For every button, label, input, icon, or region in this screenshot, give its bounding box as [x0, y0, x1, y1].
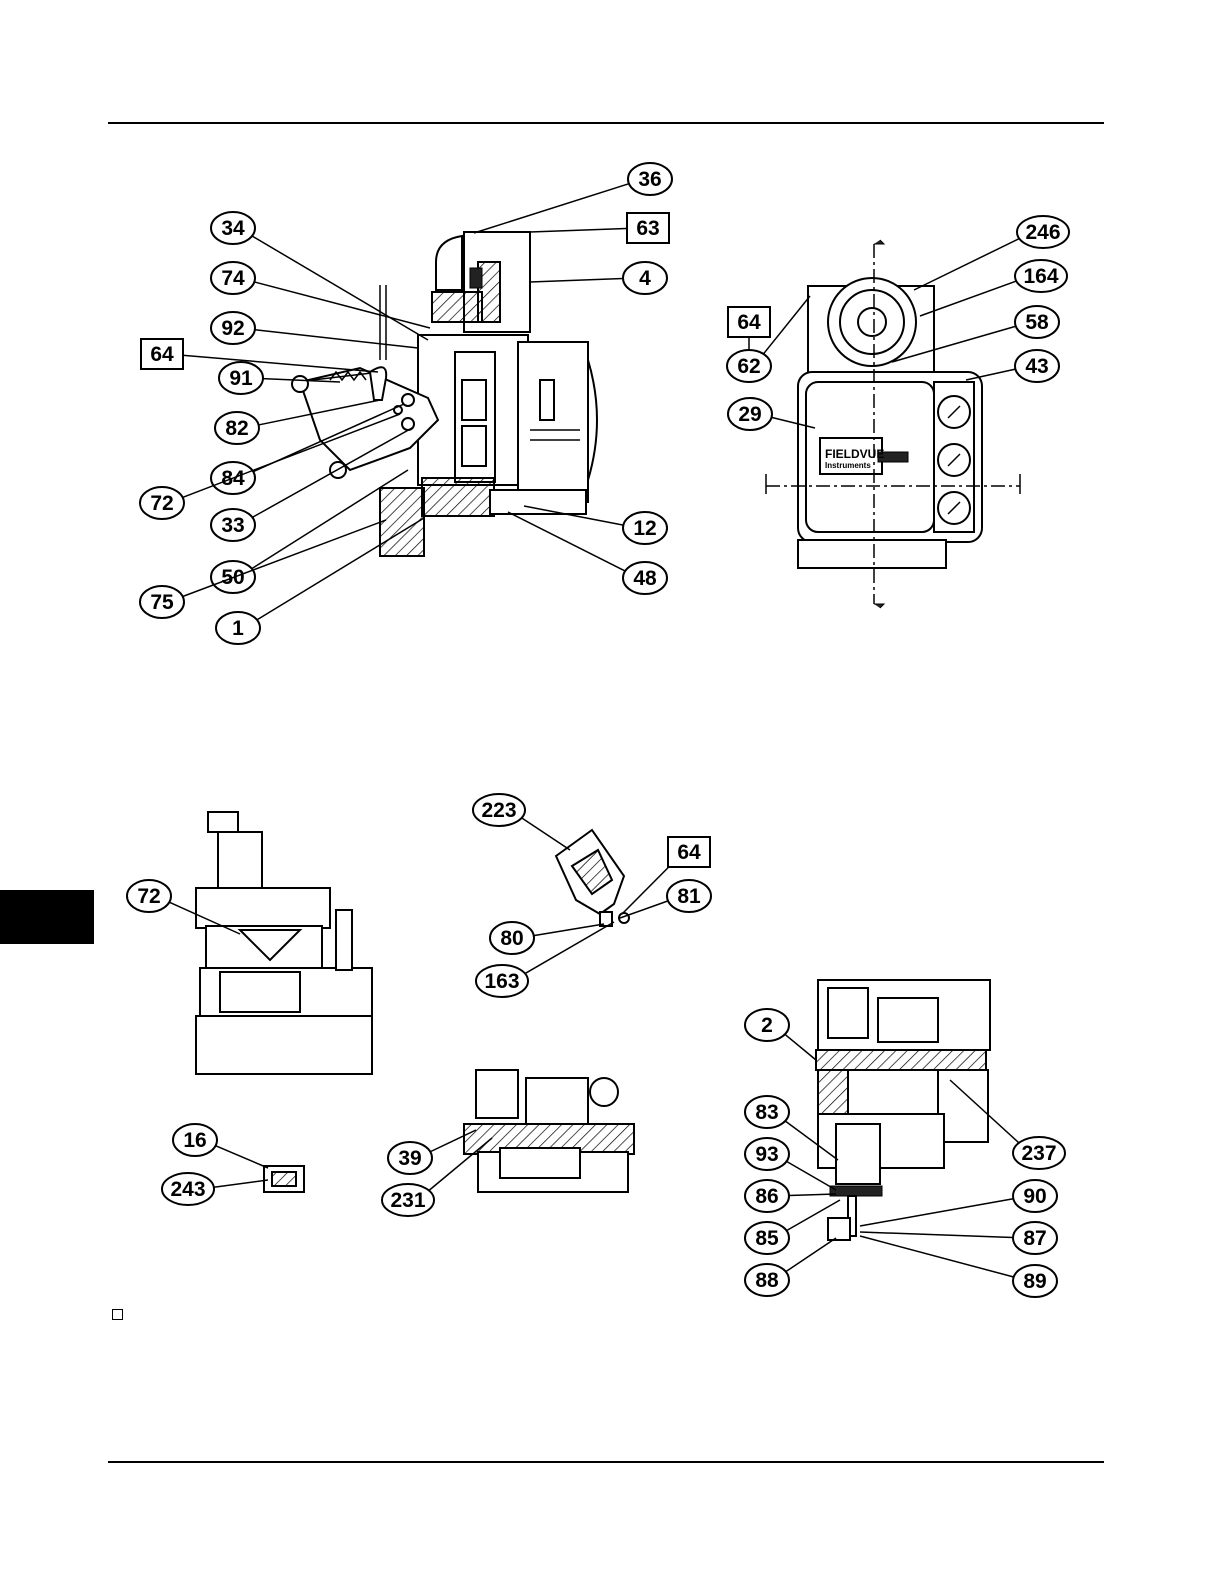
front-view: FIELDVUE Instruments — [766, 240, 1020, 608]
callout-86: 86 — [745, 1180, 836, 1212]
callout-223: 223 — [473, 794, 570, 850]
callout-label: 243 — [170, 1178, 205, 1201]
callout-75: 75 — [140, 520, 386, 618]
lower-left-view — [196, 812, 372, 1074]
callout-label: 82 — [225, 417, 248, 440]
callout-label: 89 — [1023, 1270, 1046, 1293]
leader-line — [530, 229, 626, 232]
callout-label: 29 — [738, 403, 761, 426]
callout-label: 75 — [150, 591, 174, 614]
callout-64: 64 — [141, 339, 378, 372]
callout-label: 86 — [755, 1185, 778, 1208]
leader-line — [216, 1146, 268, 1168]
callout-label: 91 — [229, 367, 253, 390]
callout-label: 2 — [761, 1014, 773, 1037]
nameplate-brand: FIELDVUE — [825, 447, 884, 461]
callout-label: 12 — [633, 517, 656, 540]
callout-label: 72 — [137, 885, 160, 908]
callout-label: 81 — [677, 885, 701, 908]
callout-label: 80 — [500, 927, 523, 950]
callout-label: 34 — [221, 217, 245, 240]
lower-center-view — [464, 1070, 634, 1192]
callout-81: 81 — [620, 880, 711, 918]
leader-line — [860, 1232, 1013, 1237]
leader-line — [508, 512, 625, 571]
small-part-view — [264, 1166, 304, 1192]
callout-label: 63 — [636, 217, 659, 240]
leader-line — [184, 355, 378, 372]
callout-43: 43 — [966, 350, 1059, 382]
callout-87: 87 — [860, 1222, 1057, 1254]
callout-label: 64 — [150, 343, 174, 366]
callout-label: 83 — [755, 1101, 778, 1124]
callout-label: 87 — [1023, 1227, 1046, 1250]
callout-label: 85 — [755, 1227, 779, 1250]
leader-line — [789, 1194, 836, 1196]
leader-line — [255, 330, 418, 348]
callout-243: 243 — [162, 1173, 268, 1205]
relay-detail-view — [556, 830, 629, 926]
leader-line — [214, 1180, 268, 1187]
callout-label: 33 — [221, 514, 244, 537]
callout-label: 223 — [481, 799, 516, 822]
leader-line — [786, 1238, 836, 1272]
callout-label: 90 — [1023, 1185, 1046, 1208]
callout-label: 163 — [484, 970, 519, 993]
callout-label: 1 — [232, 617, 244, 640]
callout-2: 2 — [745, 1009, 816, 1060]
callout-label: 4 — [639, 267, 651, 290]
leader-line — [257, 518, 424, 620]
callout-label: 58 — [1025, 311, 1049, 334]
callout-label: 43 — [1025, 355, 1048, 378]
callout-label: 62 — [737, 355, 760, 378]
callout-63: 63 — [530, 213, 669, 243]
callout-4: 4 — [530, 262, 667, 294]
callout-label: 74 — [221, 267, 245, 290]
callout-label: 16 — [183, 1129, 206, 1152]
callout-label: 92 — [221, 317, 244, 340]
nameplate-brand-sub: Instruments — [825, 461, 871, 470]
callout-label: 64 — [677, 841, 701, 864]
leader-line — [785, 1034, 816, 1060]
callout-90: 90 — [860, 1180, 1057, 1226]
callout-label: 164 — [1023, 265, 1058, 288]
leader-line — [914, 239, 1019, 290]
callout-label: 36 — [638, 168, 661, 191]
callout-label: 48 — [633, 567, 657, 590]
leader-line — [860, 1199, 1013, 1226]
callout-label: 64 — [737, 311, 761, 334]
callout-64: 64 — [728, 307, 770, 337]
callout-16: 16 — [173, 1124, 268, 1168]
leader-line — [474, 184, 629, 233]
leader-line — [860, 1236, 1014, 1277]
callout-label: 88 — [755, 1269, 779, 1292]
callout-label: 39 — [398, 1147, 421, 1170]
leader-line — [522, 818, 570, 850]
callout-label: 93 — [755, 1143, 778, 1166]
callout-39: 39 — [388, 1130, 476, 1174]
callout-label: 231 — [390, 1189, 425, 1212]
right-section-view — [816, 980, 990, 1240]
leader-line — [530, 279, 623, 282]
leader-line — [622, 863, 673, 914]
callout-label: 237 — [1021, 1142, 1056, 1165]
callout-label: 246 — [1025, 221, 1060, 244]
callout-label: 72 — [150, 492, 173, 515]
